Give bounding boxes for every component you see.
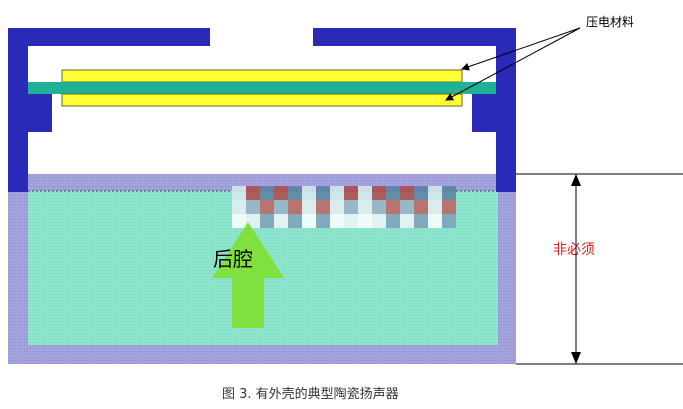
watermark-pixel: [260, 214, 274, 228]
watermark-pixel: [428, 200, 442, 214]
watermark-pixel: [288, 200, 302, 214]
watermark-pixel: [302, 214, 316, 228]
watermark-pixel: [414, 214, 428, 228]
enclosure-frame: [8, 28, 516, 192]
watermark-pixel: [232, 214, 246, 228]
watermark-pixel: [330, 186, 344, 200]
watermark-pixel: [302, 200, 316, 214]
right-support: [472, 94, 496, 132]
top-cover-left: [8, 28, 210, 46]
watermark-pixel: [386, 186, 400, 200]
watermark-pixel: [274, 214, 288, 228]
watermark-pixel: [428, 186, 442, 200]
watermark-pixel: [288, 214, 302, 228]
left-wall: [8, 28, 28, 192]
watermark-pixel: [288, 186, 302, 200]
piezo-stack: [28, 69, 496, 107]
callout-arrow-top: [461, 27, 581, 71]
watermark-pixel: [414, 200, 428, 214]
top-cover-right: [313, 28, 516, 46]
watermark-pixel: [442, 200, 456, 214]
watermark-blur: [232, 186, 456, 228]
watermark-pixel: [358, 200, 372, 214]
watermark-pixel: [372, 214, 386, 228]
watermark-pixel: [316, 214, 330, 228]
watermark-pixel: [316, 200, 330, 214]
watermark-pixel: [344, 186, 358, 200]
metal-diaphragm: [28, 82, 496, 94]
watermark-pixel: [302, 186, 316, 200]
watermark-pixel: [358, 214, 372, 228]
right-wall: [496, 28, 516, 192]
watermark-pixel: [246, 200, 260, 214]
optional-label: 非必须: [553, 242, 595, 258]
watermark-pixel: [358, 186, 372, 200]
watermark-pixel: [372, 200, 386, 214]
watermark-pixel: [232, 200, 246, 214]
cavity-label: 后腔: [213, 247, 253, 271]
material-label: 压电材料: [586, 15, 634, 29]
watermark-pixel: [260, 200, 274, 214]
watermark-pixel: [274, 186, 288, 200]
watermark-pixel: [400, 186, 414, 200]
watermark-pixel: [372, 186, 386, 200]
watermark-pixel: [414, 186, 428, 200]
left-support: [28, 94, 52, 132]
piezo-layer-top: [61, 69, 463, 83]
watermark-pixel: [442, 214, 456, 228]
watermark-pixel: [386, 214, 400, 228]
watermark-pixel: [274, 200, 288, 214]
callout-arrow-bottom: [445, 27, 581, 101]
dimension-arrow-up: [571, 174, 581, 186]
back-cavity-arrow: [212, 222, 284, 328]
watermark-pixel: [400, 200, 414, 214]
watermark-pixel: [400, 214, 414, 228]
watermark-pixel: [386, 200, 400, 214]
watermark-pixel: [330, 200, 344, 214]
watermark-pixel: [316, 186, 330, 200]
piezo-layer-bottom: [61, 93, 463, 107]
watermark-pixel: [344, 200, 358, 214]
watermark-pixel: [232, 186, 246, 200]
watermark-pixel: [344, 214, 358, 228]
watermark-pixel: [428, 214, 442, 228]
watermark-pixel: [330, 214, 344, 228]
watermark-pixel: [246, 186, 260, 200]
watermark-pixel: [260, 186, 274, 200]
dimension-arrow-down: [571, 352, 581, 364]
watermark-pixel: [442, 186, 456, 200]
figure-caption: 图 3. 有外壳的典型陶瓷扬声器: [222, 386, 399, 402]
